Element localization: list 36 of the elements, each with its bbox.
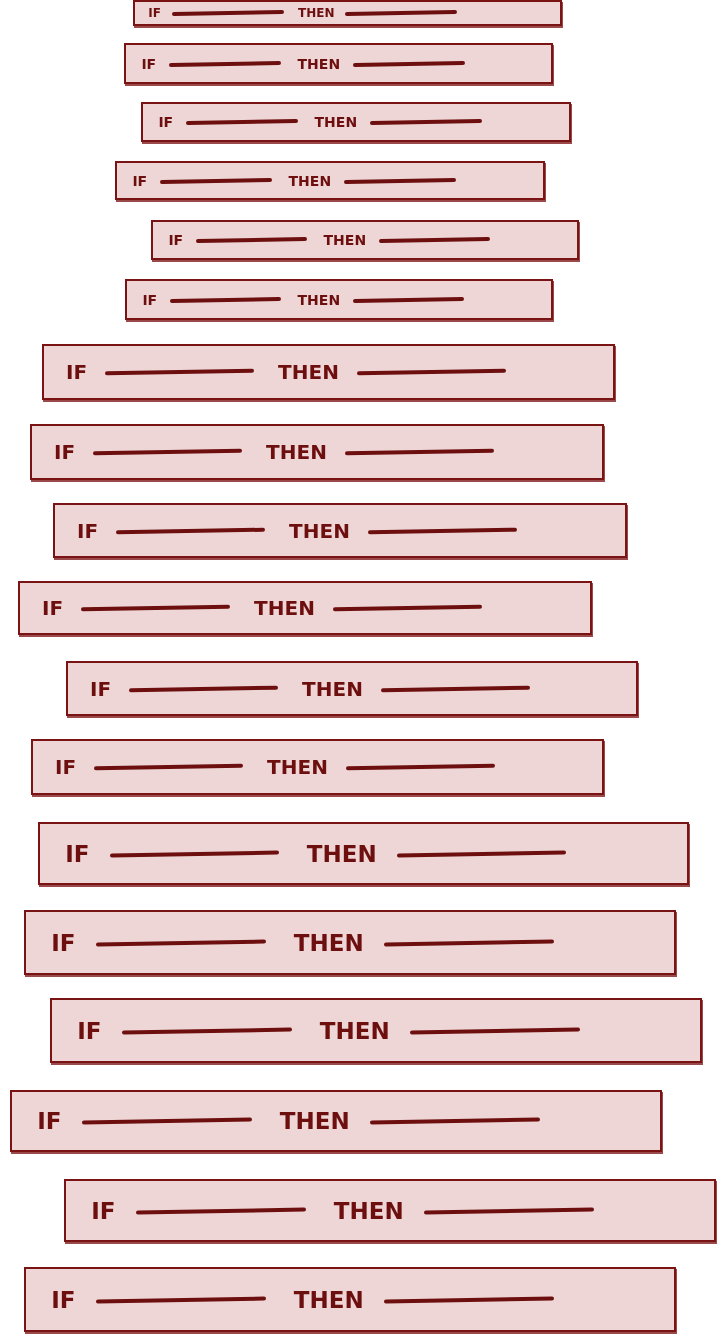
- if-keyword: IF: [65, 840, 90, 867]
- if-keyword: IF: [90, 676, 112, 701]
- then-keyword: THEN: [293, 929, 364, 956]
- then-keyword: THEN: [297, 55, 341, 72]
- if-keyword: IF: [77, 1017, 102, 1044]
- then-keyword: THEN: [293, 1286, 364, 1313]
- then-keyword: THEN: [266, 440, 327, 464]
- if-keyword: IF: [77, 518, 99, 543]
- if-keyword: IF: [51, 1286, 76, 1313]
- then-keyword: THEN: [319, 1017, 390, 1044]
- then-keyword: THEN: [306, 840, 377, 867]
- then-keyword: THEN: [279, 1108, 350, 1134]
- then-keyword: THEN: [298, 6, 335, 20]
- if-keyword: IF: [91, 1197, 116, 1224]
- if-keyword: IF: [142, 291, 158, 308]
- if-keyword: IF: [54, 440, 76, 464]
- if-keyword: IF: [148, 6, 161, 20]
- then-keyword: THEN: [302, 676, 363, 701]
- then-keyword: THEN: [323, 232, 367, 248]
- if-keyword: IF: [132, 172, 148, 189]
- then-keyword: THEN: [278, 360, 339, 384]
- then-keyword: THEN: [333, 1197, 404, 1224]
- if-keyword: IF: [141, 55, 157, 72]
- if-keyword: IF: [55, 755, 77, 779]
- then-keyword: THEN: [254, 596, 315, 620]
- if-keyword: IF: [51, 929, 76, 956]
- if-keyword: IF: [168, 232, 184, 248]
- then-keyword: THEN: [288, 172, 332, 189]
- if-keyword: IF: [66, 360, 88, 384]
- then-keyword: THEN: [314, 114, 358, 130]
- if-keyword: IF: [158, 114, 174, 130]
- then-keyword: THEN: [289, 518, 350, 543]
- if-keyword: IF: [37, 1108, 62, 1134]
- then-keyword: THEN: [297, 291, 341, 308]
- then-keyword: THEN: [267, 755, 328, 779]
- if-keyword: IF: [42, 596, 64, 620]
